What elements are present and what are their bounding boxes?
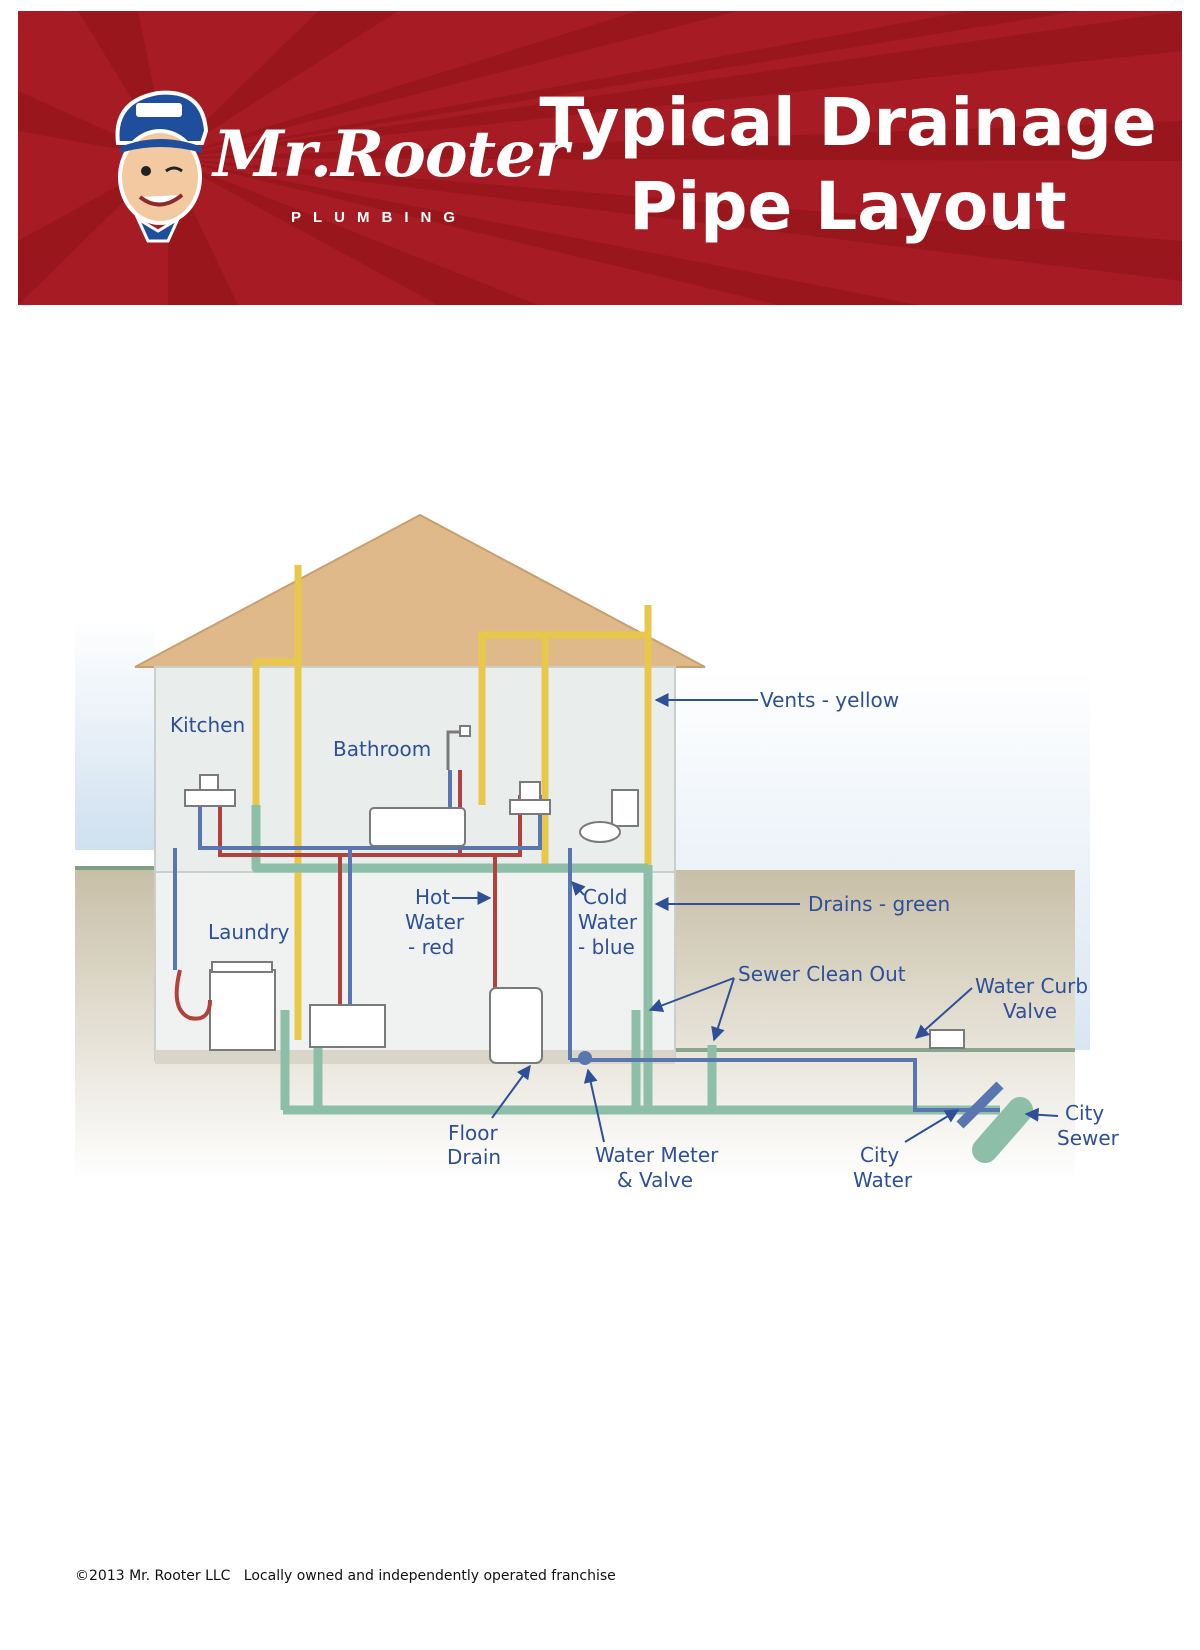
label-laundry: Laundry [208, 920, 290, 944]
water-heater-icon [489, 987, 543, 1064]
label-water-meter-1: Water Meter [595, 1143, 719, 1167]
footer-copyright: ©2013 Mr. Rooter LLC Locally owned and i… [75, 1568, 616, 1584]
city-water-main-icon [956, 1081, 1004, 1129]
floor-drain-arrow [491, 1064, 531, 1119]
label-floor-drain-1: Floor [448, 1121, 499, 1145]
drain-pipes [251, 805, 1000, 1115]
label-drains: Drains - green [808, 892, 950, 916]
mr-rooter-logo [115, 90, 209, 243]
label-sewer-clean-out: Sewer Clean Out [738, 962, 906, 986]
city-water-arrow [904, 1109, 960, 1143]
label-water-meter-2: & Valve [617, 1168, 693, 1192]
sunburst-background [18, 11, 1182, 305]
curb-valve-box-icon [929, 1029, 965, 1049]
label-floor-drain-2: Drain [447, 1145, 501, 1169]
label-hot-2: Water [405, 910, 465, 934]
label-cold-1: Cold [583, 885, 627, 909]
label-city-sewer-2: Sewer [1057, 1126, 1120, 1150]
page-title: Typical Drainage Pipe Layout [538, 81, 1158, 249]
brand-name: Mr.Rooter [213, 117, 569, 192]
mascot-icon [115, 90, 209, 243]
water-meter-icon [578, 1051, 592, 1065]
bathtub-icon [369, 807, 466, 847]
cold-arrow [571, 880, 586, 897]
label-curb-1: Water Curb [975, 974, 1088, 998]
clean-out-arrow-1 [648, 977, 735, 1013]
city-sewer-main-icon [972, 1097, 1033, 1163]
title-line-2: Pipe Layout [629, 168, 1067, 245]
kitchen-sink-icon [184, 774, 236, 807]
header-banner: Mr.Rooter PLUMBING Typical Drainage Pipe… [18, 11, 1182, 305]
title-line-1: Typical Drainage [539, 84, 1157, 161]
laundry-sink-icon [309, 1004, 386, 1048]
label-city-sewer-1: City [1065, 1101, 1104, 1125]
label-hot-3: - red [408, 935, 454, 959]
city-sewer-arrow [1024, 1107, 1059, 1122]
sky-left [75, 620, 155, 850]
brand-tagline: PLUMBING [291, 209, 467, 226]
label-vents: Vents - yellow [760, 688, 899, 712]
label-city-water-1: City [860, 1143, 899, 1167]
clean-out-arrow-2 [711, 977, 735, 1042]
label-curb-2: Valve [1003, 999, 1057, 1023]
plumbing-diagram: Kitchen Bathroom Laundry Hot Water - red… [75, 513, 1120, 1192]
label-cold-2: Water [578, 910, 638, 934]
label-kitchen: Kitchen [170, 713, 245, 737]
bathroom-sink-icon [509, 781, 551, 815]
roof [134, 513, 706, 668]
vent-pipes [252, 565, 652, 1040]
label-city-water-2: Water [853, 1168, 913, 1192]
label-hot-1: Hot [415, 885, 450, 909]
label-bathroom: Bathroom [333, 737, 431, 761]
curb-arrow [914, 987, 973, 1039]
water-meter-arrow [583, 1068, 605, 1143]
toilet-icon [579, 789, 639, 843]
label-cold-3: - blue [578, 935, 635, 959]
laundry-tub-icon [174, 961, 276, 1051]
shower-head-icon [446, 725, 471, 770]
